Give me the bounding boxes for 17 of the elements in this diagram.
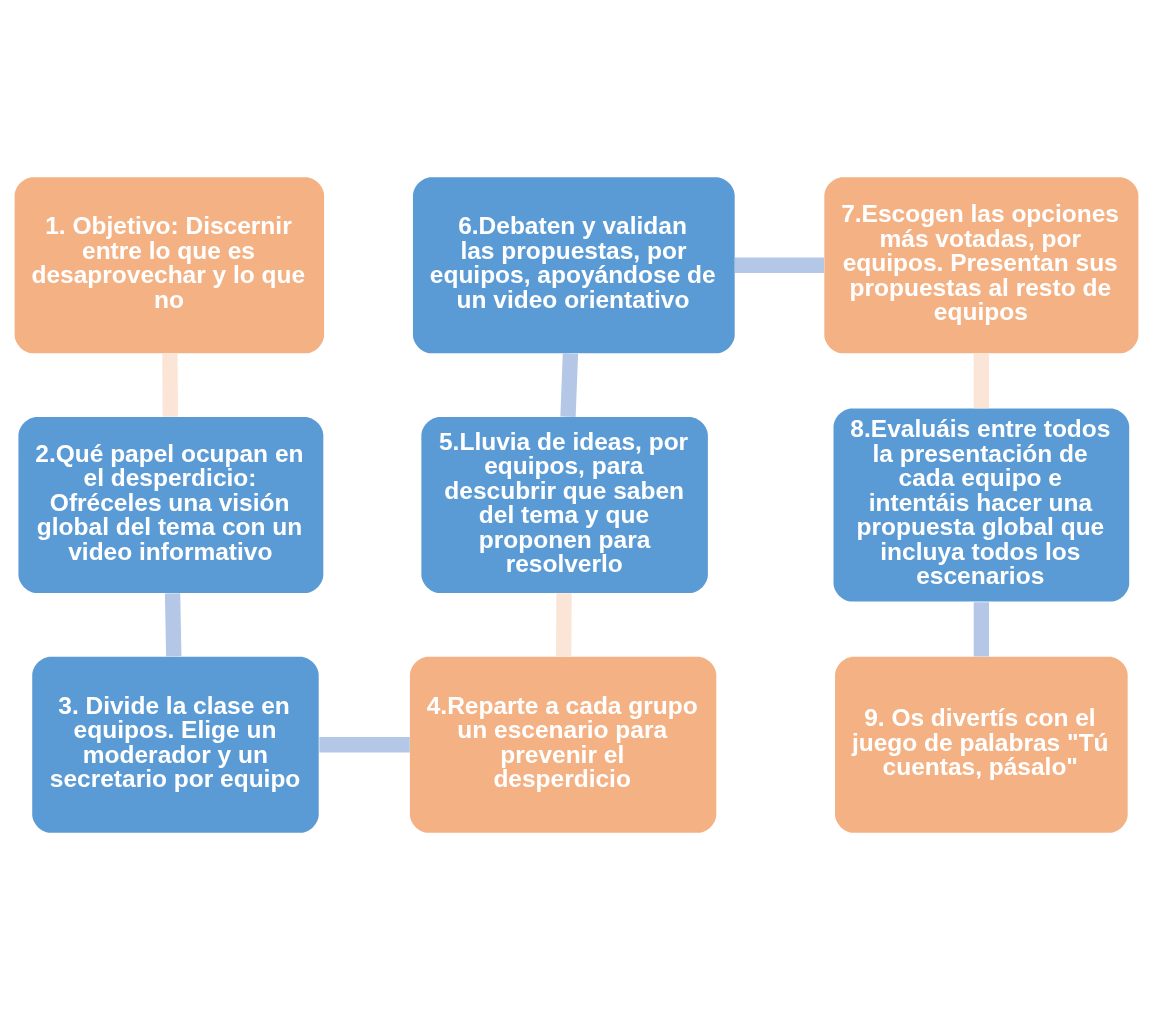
node-box: 4.Reparte a cada grupo un escenario para prevenir el desperdicio [409, 656, 717, 833]
node-box: 5.Lluvia de ideas, por equipos, para descubrir que saben del tema y que proponen para resolverlo [421, 416, 708, 594]
node-box: 7.Escogen las opciones más votadas, por equipos. Presentan sus propuestas al resto de equipos [824, 177, 1139, 354]
connector [560, 353, 579, 417]
connector [973, 602, 989, 657]
connector [319, 737, 410, 753]
connector [162, 353, 178, 417]
node-box: 2.Qué papel ocupan en el desperdicio: Ofréceles una visión global del tema con un video informativo [18, 416, 324, 594]
node-box: 9. Os divertís con el juego de palabras "Tú cuentas, pásalo" [835, 656, 1128, 833]
node-box: 3. Divide la clase en equipos. Elige un moderador y un secretario por equipo [32, 656, 319, 833]
node-box: 8.Evaluáis entre todos la presentación de cada equipo e intentáis hacer una propuesta global que incluya todos los escenarios [833, 408, 1130, 602]
connector [164, 593, 182, 657]
connector [973, 353, 989, 409]
connector [735, 257, 824, 273]
connector [556, 593, 572, 657]
node-box: 6.Debaten y validan las propuestas, por equipos, apoyándose de un video orientativo [412, 177, 735, 354]
node-box: 1. Objetivo: Discernir entre lo que es desaprovechar y lo que no [14, 177, 325, 354]
